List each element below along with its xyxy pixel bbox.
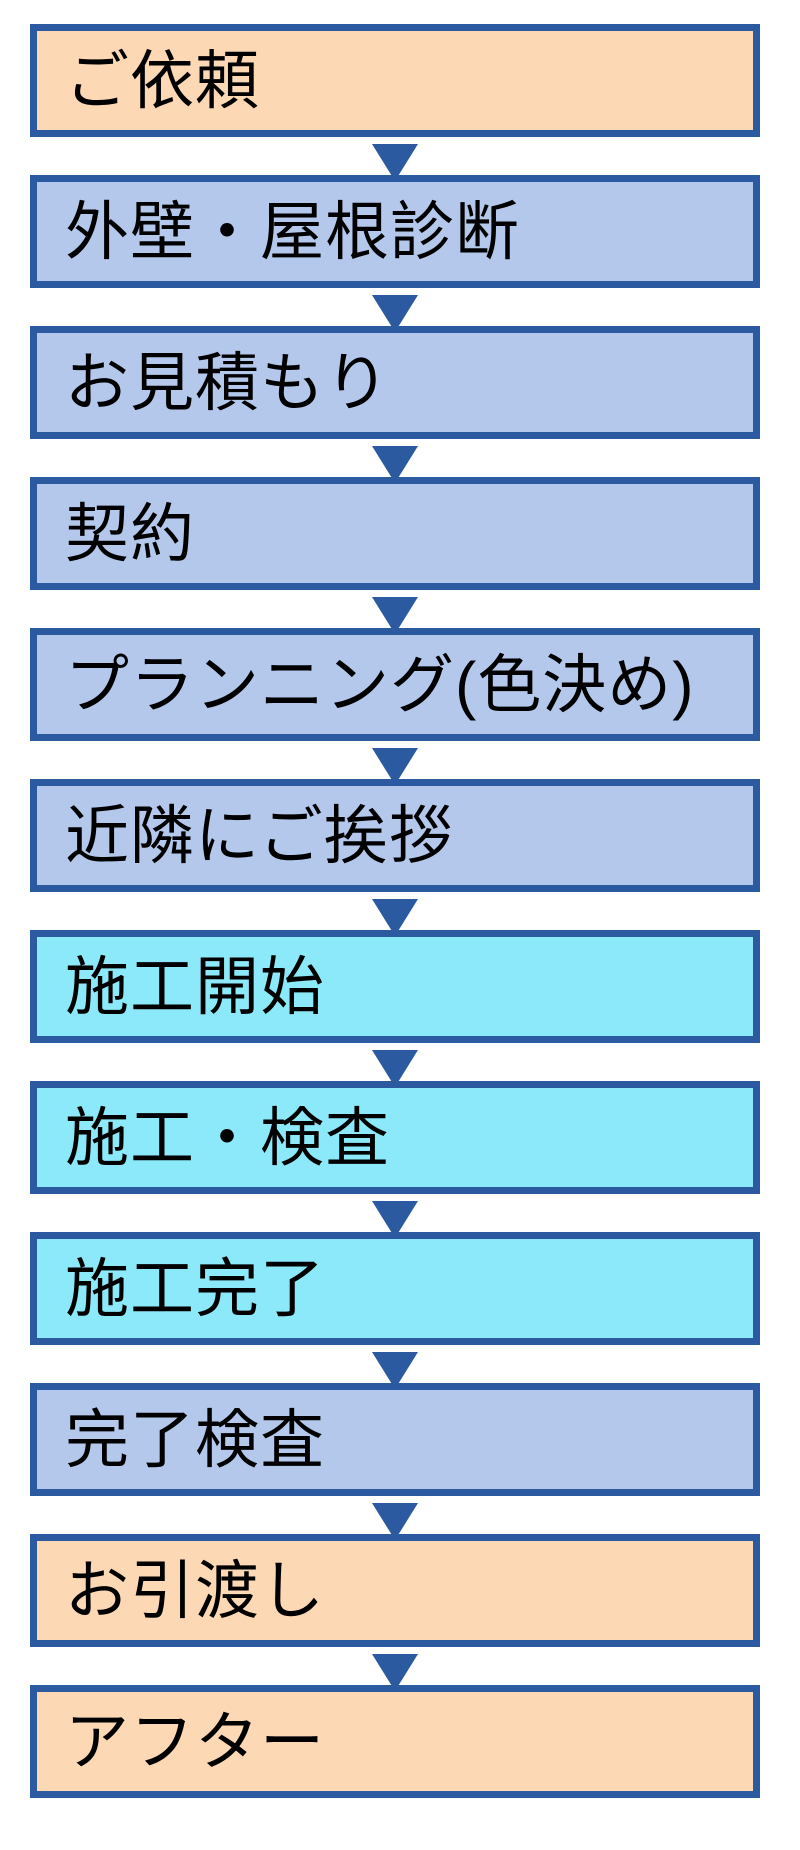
flow-step-label: アフター [65, 1705, 325, 1778]
flow-step-diagnosis: 外壁・屋根診断 [30, 144, 760, 288]
down-arrow-icon [372, 1503, 418, 1540]
down-arrow-icon [372, 1654, 418, 1691]
flow-step-contract: 契約 [30, 446, 760, 590]
flow-step-neighbor-greeting: 近隣にご挨拶 [30, 748, 760, 892]
flow-step-construction-inspection: 施工・検査 [30, 1050, 760, 1194]
flow-step-label: 完了検査 [65, 1403, 325, 1476]
down-arrow-icon [372, 748, 418, 785]
flow-step-label: 契約 [65, 497, 195, 570]
flow-step-request: ご依頼 [30, 24, 760, 137]
down-arrow-icon [372, 144, 418, 181]
flow-step-label: ご依頼 [65, 44, 260, 117]
flow-step-planning: プランニング(色決め) [30, 597, 760, 741]
flow-step-label: プランニング(色決め) [65, 648, 695, 721]
flow-step-label: お引渡し [65, 1554, 325, 1627]
process-flowchart: ご依頼 外壁・屋根診断 お見積もり 契約 プランニング(色決め) 近隣にご挨拶 … [30, 24, 760, 1798]
flow-step-construction-start: 施工開始 [30, 899, 760, 1043]
flow-step-aftercare: アフター [30, 1654, 760, 1798]
flow-step-label: お見積もり [65, 346, 390, 419]
flow-step-label: 施工完了 [65, 1252, 325, 1325]
flow-step-estimate: お見積もり [30, 295, 760, 439]
flow-step-label: 近隣にご挨拶 [65, 799, 454, 872]
flow-step-handover: お引渡し [30, 1503, 760, 1647]
flow-step-label: 外壁・屋根診断 [65, 195, 520, 268]
down-arrow-icon [372, 1201, 418, 1238]
flow-step-label: 施工・検査 [65, 1101, 390, 1174]
down-arrow-icon [372, 295, 418, 332]
flow-step-final-inspection: 完了検査 [30, 1352, 760, 1496]
flow-step-label: 施工開始 [65, 950, 325, 1023]
down-arrow-icon [372, 899, 418, 936]
down-arrow-icon [372, 446, 418, 483]
down-arrow-icon [372, 597, 418, 634]
flow-step-construction-complete: 施工完了 [30, 1201, 760, 1345]
down-arrow-icon [372, 1352, 418, 1389]
down-arrow-icon [372, 1050, 418, 1087]
